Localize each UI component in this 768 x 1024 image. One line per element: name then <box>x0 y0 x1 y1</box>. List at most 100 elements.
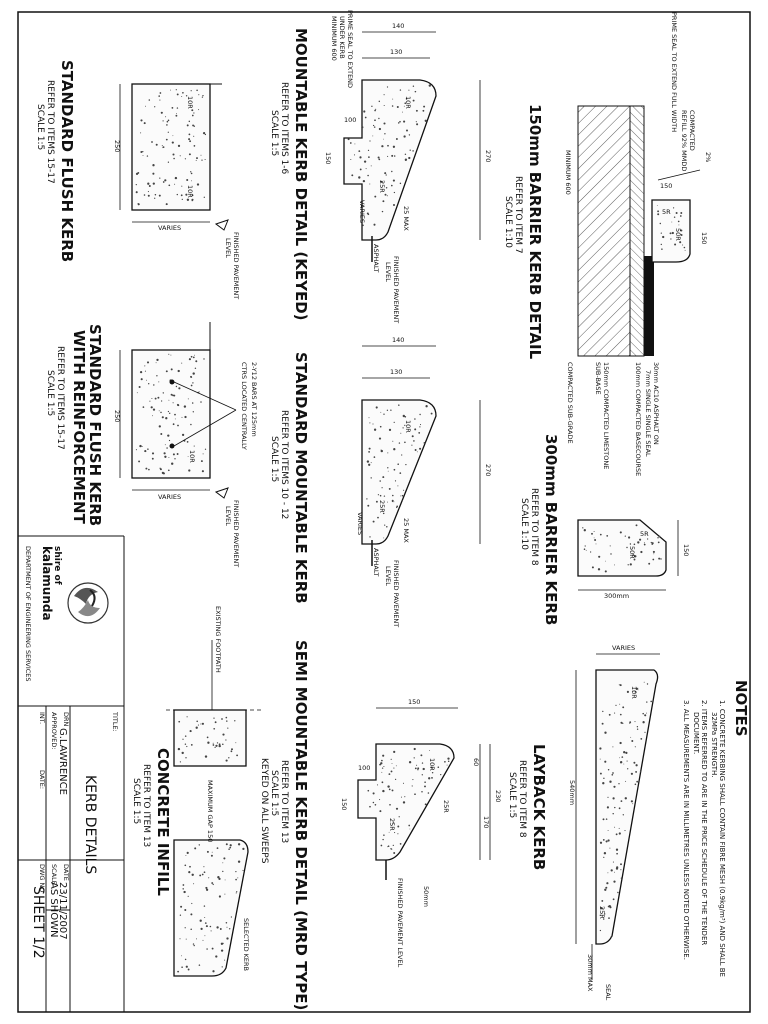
semi-mountable-section <box>357 743 455 861</box>
layback-ref: REFER TO ITEM 8 <box>517 760 527 838</box>
keyed-prime2: UNDER KERB <box>338 16 346 59</box>
flush-scale: SCALE 1:5 <box>35 104 45 150</box>
keyed-d130: 130 <box>390 48 402 56</box>
concrete-speckle <box>135 353 207 475</box>
sheet-border <box>17 11 751 1013</box>
b150-l6: COMPACTED SUB-GRADE <box>566 362 574 444</box>
b150-r5: 5R <box>662 208 671 216</box>
flush-level: LEVEL <box>224 238 232 258</box>
b300-ref: REFER TO ITEM 8 <box>529 488 539 566</box>
b150-pct: 2% <box>704 152 712 162</box>
flush-r1: 10R <box>186 96 194 109</box>
existing-footpath <box>173 709 247 767</box>
semi-mountable-kerb-detail: 150 100 150 60 230 170 10R 25R 25R 50mm … <box>259 640 502 1010</box>
infill-gap: MAXIMUM GAP 150 <box>206 780 214 842</box>
b150-l1: 30mm AC10 ASPHALT ON <box>652 362 660 445</box>
keyed-max25: 25 MAX <box>402 206 410 231</box>
layback-title: LAYBACK KERB <box>530 744 548 870</box>
std-varies: VARIES <box>356 512 364 535</box>
barrier-300-section <box>577 519 667 577</box>
rebar-bottom <box>169 443 175 449</box>
keyed-asphalt: ASPHALT <box>372 244 380 273</box>
semi-d100: 100 <box>358 764 370 772</box>
title-block: TITLE: KERB DETAILS DRN G.LAWRENCE APPRO… <box>18 535 125 1012</box>
pavement-layers <box>577 105 631 357</box>
infill-selected: SELECTED KERB <box>242 918 250 971</box>
concrete-speckle <box>347 84 431 227</box>
department-name: DEPARTMENT OF ENGINEERING SERVICES <box>24 546 32 682</box>
reinf-finished: FINISHED PAVEMENT <box>232 500 240 567</box>
barrier-150-section <box>651 199 691 263</box>
drawing-title: KERB DETAILS <box>82 775 98 874</box>
scale-label: SCALE <box>50 864 58 885</box>
note-1a: 1. CONCRETE KERBING SHALL CONTAIN FIBRE … <box>718 700 726 977</box>
infill-footpath: EXISTING FOOTPATH <box>214 606 222 673</box>
concrete-infill-detail: EXISTING FOOTPATH MAXIMUM GAP 150 SELECT… <box>131 606 264 977</box>
dwg-label: DWG NO <box>38 864 46 893</box>
keyed-ref: REFER TO ITEMS 1-6 <box>279 82 289 175</box>
std-title: STANDARD MOUNTABLE KERB <box>292 352 310 604</box>
semi-d50: 50mm <box>422 886 430 907</box>
std-finished: FINISHED PAVEMENT <box>392 560 400 627</box>
infill-title: CONCRETE INFILL <box>154 748 172 896</box>
b150-ref: REFER TO ITEM 7 <box>513 176 523 254</box>
shire-of-text: shire of <box>52 546 62 585</box>
flush-kerb-reinforcement-detail: 250 10R 2-Y12 BARS AT 125mm CTRS LOCATED… <box>45 322 258 567</box>
semi-scale: SCALE 1:5 <box>269 770 279 816</box>
note-1b: 32MPa STRENGTH. <box>710 712 718 777</box>
b150-l5: SUB-BASE <box>594 362 602 395</box>
std-d140: 140 <box>392 336 404 344</box>
concrete-speckle <box>177 716 239 763</box>
reinf-title1: STANDARD FLUSH KERB <box>86 324 104 526</box>
keyed-d150: 150 <box>324 152 332 164</box>
b150-r50: 50R <box>674 228 682 241</box>
shire-name: kalamunda <box>40 546 54 621</box>
b150-compacted: COMPACTED <box>688 110 696 151</box>
std-max25: 25 MAX <box>402 518 410 543</box>
keyed-level: LEVEL <box>384 262 392 282</box>
concrete-speckle <box>582 524 662 573</box>
b300-r5: 5R <box>640 530 649 538</box>
b300-scale: SCALE 1:10 <box>519 498 529 550</box>
std-ref: REFER TO ITEMS 10 - 12 <box>279 410 289 519</box>
b150-min600: MINIMUM 600 <box>564 150 572 195</box>
semi-r25b: 25R <box>388 818 396 831</box>
flush-dim-height: 250 <box>113 140 121 152</box>
date2-label: DATE: <box>38 770 46 789</box>
selected-kerb <box>173 839 249 977</box>
keyed-scale: SCALE 1:5 <box>269 110 279 156</box>
semi-title: SEMI MOUNTABLE KERB DETAIL (MRD TYPE) <box>292 640 310 1010</box>
std-scale: SCALE 1:5 <box>269 436 279 482</box>
b150-l2: 7mm SINGLE SINGLE SEAL <box>644 370 652 457</box>
flush-ref: REFER TO ITEMS 15-17 <box>45 80 55 184</box>
b300-d150: 150 <box>682 544 690 556</box>
note-3: 3. ALL MEASUREMENTS ARE IN MILLIMETRES U… <box>682 700 690 960</box>
b150-prime: PRIME SEAL TO EXTEND FULL WIDTH <box>670 12 678 132</box>
semi-d150b: 150 <box>340 798 348 810</box>
layback-kerb-detail: VARIES 10R 25R 540mm 30mm MAX SEAL LAYBA… <box>507 644 660 1001</box>
semi-r10: 10R <box>428 758 436 771</box>
b150-refill: REFILL 92% MMDD <box>680 110 688 171</box>
date-label: DATE <box>62 864 70 881</box>
layback-r25: 25R <box>598 906 606 919</box>
shire-logo <box>67 582 109 624</box>
barrier-150-kerb-detail: PRIME SEAL TO EXTEND FULL WIDTH COMPACTE… <box>503 12 712 476</box>
date-value: 23/11/2007 <box>57 882 68 940</box>
layback-max30: 30mm MAX <box>586 954 594 992</box>
b150-d150b: 150 <box>700 232 708 244</box>
semi-keyed: KEYED ON ALL SWEEPS <box>259 758 269 864</box>
sheet-number: SHEET 1/2 <box>30 886 46 959</box>
infill-scale: SCALE 1:5 <box>131 778 141 824</box>
semi-d150: 150 <box>408 698 420 706</box>
concrete-speckle <box>656 204 686 251</box>
rebar-top <box>169 379 175 385</box>
keyed-kerb-section <box>343 79 437 241</box>
b300-title: 300mm BARRIER KERB <box>542 434 560 625</box>
concrete-speckle <box>366 404 433 539</box>
std-level: LEVEL <box>384 566 392 586</box>
layback-scale: SCALE 1:5 <box>507 772 517 818</box>
keyed-d140: 140 <box>392 22 404 30</box>
keyed-prime3: MINIMUM 600 <box>330 16 338 61</box>
int-label: INT. <box>38 712 46 724</box>
notes-block: NOTES 1. CONCRETE KERBING SHALL CONTAIN … <box>682 680 750 977</box>
